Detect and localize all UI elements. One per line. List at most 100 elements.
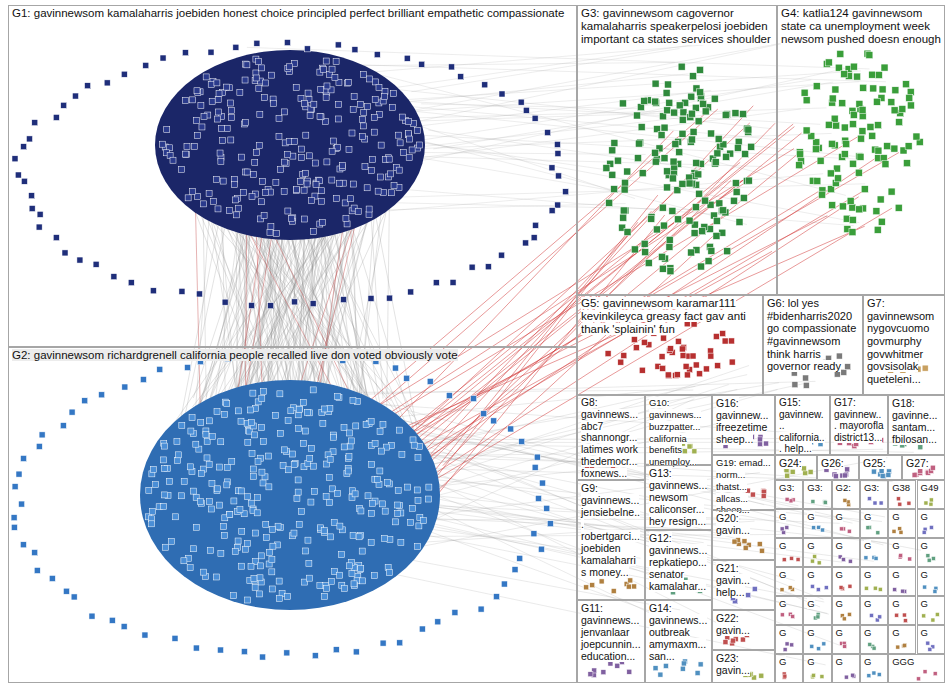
group-box: G3: <box>860 480 888 509</box>
group-box: G <box>832 596 860 625</box>
vertex <box>318 198 324 204</box>
vertex <box>227 512 233 518</box>
vertex <box>683 363 689 369</box>
vertex <box>19 501 25 507</box>
vertex <box>859 106 866 113</box>
vertex <box>624 168 631 175</box>
vertex <box>386 156 392 162</box>
vertex <box>736 219 743 226</box>
vertex <box>886 472 891 477</box>
vertex <box>256 59 262 65</box>
vertex <box>840 527 844 531</box>
vertex <box>554 141 560 147</box>
vertex <box>927 558 931 562</box>
vertex <box>590 583 595 588</box>
vertex <box>713 217 720 224</box>
vertex <box>922 530 926 534</box>
vertex <box>215 116 221 122</box>
vertex <box>928 647 932 651</box>
vertex <box>306 575 312 581</box>
vertex <box>360 578 366 584</box>
vertex <box>258 553 264 559</box>
vertex <box>206 191 212 197</box>
vertex <box>347 563 353 569</box>
vertex <box>878 218 885 225</box>
vertex <box>618 359 624 365</box>
group-box: G <box>803 567 831 596</box>
vertex <box>296 406 302 412</box>
vertex <box>419 61 425 67</box>
vertex <box>692 449 697 454</box>
vertex <box>224 401 230 407</box>
group-box: G <box>917 625 945 654</box>
vertex <box>672 141 679 148</box>
vertex <box>628 578 633 583</box>
vertex <box>875 122 882 129</box>
group-box: G <box>860 654 888 683</box>
vertex <box>393 519 399 525</box>
group-label: G <box>864 540 871 551</box>
group-box: G17: gavinnew... mayorofla district13... <box>830 395 888 455</box>
vertex <box>326 474 332 480</box>
vertex <box>300 440 306 446</box>
vertex <box>238 154 244 160</box>
group-box: G5: gavinnewsom karamar111 kevinkileyca … <box>577 295 763 395</box>
vertex <box>318 114 324 120</box>
vertex <box>901 589 905 593</box>
group-label: G2: gavinnewsom richardgrenell californi… <box>12 349 458 361</box>
vertex <box>348 438 354 444</box>
vertex <box>539 480 545 486</box>
vertex <box>364 104 370 110</box>
vertex <box>814 178 821 185</box>
vertex <box>534 454 540 460</box>
vertex <box>259 396 265 402</box>
vertex <box>306 153 312 159</box>
vertex <box>218 158 224 164</box>
vertex <box>728 338 734 344</box>
vertex <box>664 168 671 175</box>
vertex <box>745 177 752 184</box>
vertex <box>36 224 42 230</box>
vertex <box>302 428 308 434</box>
vertex <box>201 113 207 119</box>
vertex <box>208 49 214 55</box>
vertex <box>352 47 358 53</box>
vertex <box>841 124 848 131</box>
group-box: G <box>917 509 945 538</box>
group-box: G19: emad... norm... thatst... allcas...… <box>712 455 775 510</box>
vertex <box>304 410 310 416</box>
vertex <box>715 135 722 142</box>
vertex <box>801 89 808 96</box>
vertex <box>803 127 810 134</box>
vertex <box>681 661 686 666</box>
vertex <box>906 94 913 101</box>
edge-bundle <box>209 209 307 441</box>
vertex <box>285 418 291 424</box>
vertex <box>855 169 862 176</box>
vertex <box>311 488 317 494</box>
group-label: G <box>807 569 814 580</box>
vertex <box>907 501 911 505</box>
vertex <box>481 411 487 417</box>
vertex <box>847 612 851 616</box>
vertex <box>368 168 374 174</box>
vertex <box>372 441 378 447</box>
vertex <box>761 493 766 498</box>
vertex <box>929 525 933 529</box>
vertex <box>501 581 507 587</box>
vertex <box>77 257 83 263</box>
vertex <box>839 585 843 589</box>
vertex <box>603 165 610 172</box>
vertex <box>917 677 921 681</box>
vertex <box>227 100 233 106</box>
vertex <box>387 295 393 301</box>
group-label: G <box>892 511 899 522</box>
group-box: G <box>803 654 831 683</box>
vertex <box>217 647 223 653</box>
vertex <box>270 543 276 549</box>
vertex <box>817 647 821 651</box>
vertex <box>198 102 204 108</box>
vertex <box>149 521 155 527</box>
group-label: G <box>807 627 814 638</box>
